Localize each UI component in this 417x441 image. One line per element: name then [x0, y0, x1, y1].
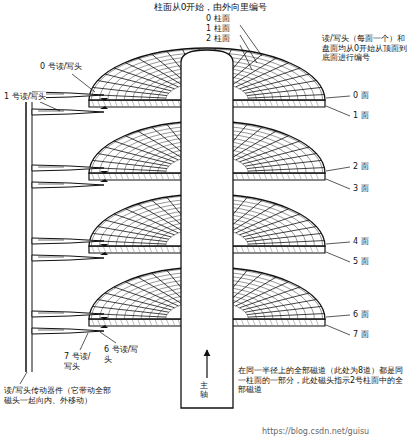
leader-line: [80, 333, 88, 350]
surface-label: 3 面: [353, 184, 369, 194]
surface-label: 0 面: [353, 91, 369, 101]
part-label: 6 号读/写头: [104, 345, 140, 364]
leader-line: [72, 74, 95, 92]
cylinder-label: 1 柱面: [206, 24, 230, 34]
read-write-head: [32, 165, 108, 174]
note: 读/写头（每面一个）和盘面均从0开始从顶面到底面进行编号: [322, 34, 412, 63]
surface-label: 4 面: [353, 237, 369, 247]
leader-line: [326, 167, 350, 171]
part-label: 1 号读/写头: [4, 92, 46, 102]
leader-line: [326, 315, 350, 317]
leader-line: [240, 35, 257, 63]
read-write-head: [32, 179, 108, 188]
surface-label: 6 面: [353, 310, 369, 320]
surface-label: 7 面: [353, 330, 369, 340]
read-write-head: [32, 106, 108, 115]
leader-line: [326, 252, 350, 262]
leader-line: [326, 96, 350, 98]
cylinder-label: 0 柱面: [206, 14, 230, 24]
cylinder-label: 2 柱面: [206, 34, 230, 44]
leader-line: [100, 332, 116, 343]
read-write-head: [32, 311, 108, 320]
surface-label: 5 面: [353, 257, 369, 267]
read-write-head: [32, 252, 108, 261]
leader-line: [20, 372, 27, 384]
part-label: 主轴: [200, 382, 208, 400]
spindle: [181, 50, 233, 408]
leader-line: [326, 179, 350, 189]
leader-line: [326, 242, 350, 244]
actuator: [25, 92, 27, 372]
part-label: 0 号读/写头: [40, 62, 82, 72]
leader-line: [326, 325, 350, 335]
leader-line: [240, 45, 252, 70]
surface-label: 2 面: [353, 162, 369, 172]
read-write-head: [32, 325, 108, 334]
watermark: https://blog.csdn.net/guisu: [262, 427, 369, 437]
leader-line: [40, 102, 60, 111]
title: 柱面从0开始，由外向里编号: [2, 2, 417, 13]
note: 在同一半径上的全部磁道（此处为8道）都是同一柱面的一部分，此处磁头指示2号柱面中…: [238, 366, 410, 395]
note: 读/写头传动器件（它带动全部磁头一起向内、外移动）: [4, 386, 116, 405]
part-label: 7 号读/写头: [64, 352, 98, 371]
read-write-head: [32, 238, 108, 247]
surface-label: 1 面: [353, 111, 369, 121]
leader-line: [326, 106, 350, 116]
